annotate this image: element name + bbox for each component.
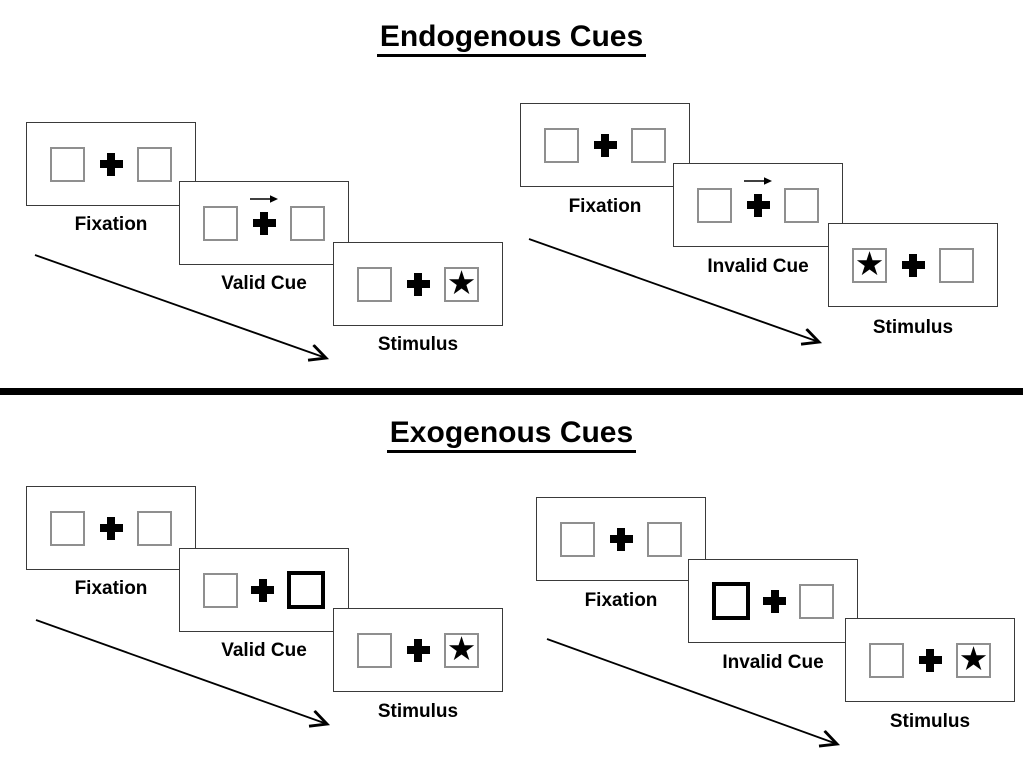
panel-endo-valid-stimulus: ★: [333, 242, 503, 326]
fixation-cross-icon: [99, 516, 123, 540]
left-box: [50, 146, 85, 182]
fixation-cross-icon: [406, 638, 430, 662]
fixation-cross-icon: [251, 578, 274, 602]
fixation-cross-icon: [763, 589, 786, 613]
star-stimulus-icon: ★: [446, 264, 477, 301]
sequence-arrow-exogenous-valid: [35, 619, 327, 724]
right-box: [137, 146, 172, 182]
fixation-cross-icon: [746, 193, 770, 217]
star-stimulus-icon: ★: [958, 640, 989, 677]
right-box: [939, 247, 974, 283]
cue-arrow-right-icon: [250, 195, 278, 203]
right-box: [799, 583, 834, 619]
panel-label: Fixation: [74, 214, 148, 235]
sequence-arrow-endogenous-invalid: [528, 238, 819, 342]
section-title-exogenous: Exogenous Cues: [0, 416, 1023, 453]
left-box: [357, 632, 392, 668]
left-box: [544, 127, 579, 163]
panel-exo-invalid-stimulus: ★: [845, 618, 1015, 702]
left-box-highlight-cue: [712, 582, 750, 620]
fixation-cross-icon: [99, 152, 123, 176]
right-box: ★: [956, 640, 991, 678]
section-divider: [0, 388, 1023, 395]
panel-endo-valid-fixation: [26, 122, 196, 206]
panel-label: Valid Cue: [221, 640, 307, 661]
panel-label: Stimulus: [377, 334, 459, 355]
panel-label: Fixation: [74, 578, 148, 599]
left-box: ★: [852, 245, 887, 283]
star-stimulus-icon: ★: [446, 630, 477, 667]
panel-exo-valid-fixation: [26, 486, 196, 570]
fixation-cross-icon: [252, 211, 276, 235]
panel-exo-invalid-cue: [688, 559, 858, 643]
panel-exo-valid-stimulus: ★: [333, 608, 503, 692]
right-box: [290, 205, 325, 241]
panel-exo-valid-cue: [179, 548, 349, 632]
left-box: [560, 521, 595, 557]
left-box: [357, 266, 392, 302]
panel-label: Stimulus: [889, 711, 971, 732]
panel-label: Valid Cue: [221, 273, 307, 294]
fixation-cross-icon: [918, 648, 942, 672]
section-title-endogenous: Endogenous Cues: [0, 20, 1023, 57]
panel-label: Fixation: [568, 196, 642, 217]
star-stimulus-icon: ★: [854, 245, 885, 282]
cue-arrow-right-icon: [744, 177, 772, 185]
panel-endo-valid-cue: [179, 181, 349, 265]
panel-exo-invalid-fixation: [536, 497, 706, 581]
left-box: [869, 642, 904, 678]
left-box: [203, 205, 238, 241]
left-box: [203, 572, 238, 608]
sequence-arrow-exogenous-invalid: [546, 638, 837, 744]
right-box: [631, 127, 666, 163]
panel-label: Fixation: [584, 590, 658, 611]
fixation-cross-icon: [901, 253, 925, 277]
fixation-cross-icon: [593, 133, 617, 157]
sequence-arrow-endogenous-valid: [34, 254, 326, 358]
right-box: [137, 510, 172, 546]
fixation-cross-icon: [406, 272, 430, 296]
right-box: ★: [444, 630, 479, 668]
panel-endo-invalid-stimulus: ★: [828, 223, 998, 307]
left-box: [50, 510, 85, 546]
panel-endo-invalid-fixation: [520, 103, 690, 187]
fixation-cross-icon: [609, 527, 633, 551]
panel-label: Invalid Cue: [707, 256, 809, 277]
left-box: [697, 187, 732, 223]
panel-endo-invalid-cue: [673, 163, 843, 247]
panel-label: Stimulus: [872, 317, 954, 338]
right-box: [784, 187, 819, 223]
right-box: ★: [444, 264, 479, 302]
panel-label: Stimulus: [377, 701, 459, 722]
right-box: [647, 521, 682, 557]
right-box-highlight-cue: [287, 571, 325, 609]
panel-label: Invalid Cue: [722, 652, 824, 673]
